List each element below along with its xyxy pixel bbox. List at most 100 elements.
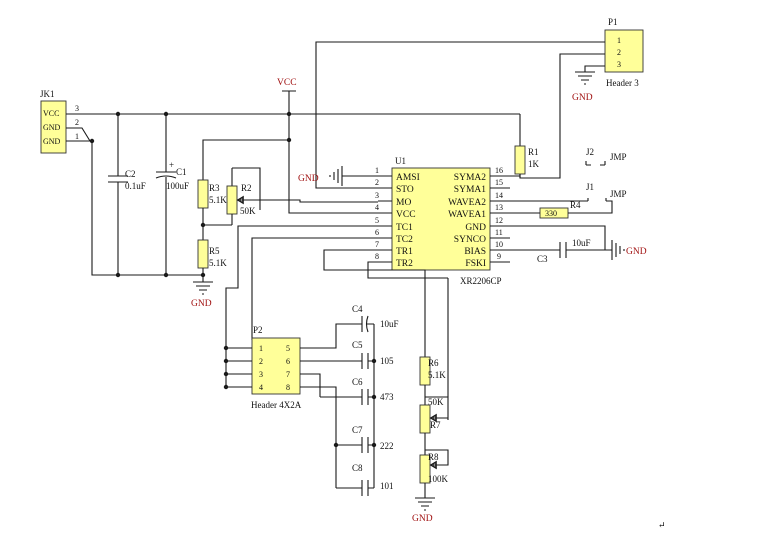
u1-pinnum-12: 12 — [495, 216, 503, 225]
u1-pin-vcc: VCC — [396, 210, 416, 220]
p1-pin-3: 3 — [617, 60, 621, 69]
u1-pin-synco: SYNCO — [454, 235, 486, 245]
r5-ref: R5 — [209, 246, 220, 256]
c7-ref: C7 — [352, 425, 363, 435]
gnd-bottom-label: GND — [412, 514, 433, 524]
r8-ref: R8 — [428, 452, 439, 462]
r4-value: 330 — [545, 209, 557, 218]
u1-pinnum-11: 11 — [495, 228, 503, 237]
p2-pin-4: 4 — [259, 383, 263, 392]
u1-pin-bias: BIAS — [464, 247, 486, 257]
c7-value: 222 — [380, 441, 394, 451]
u1-pin-fski: FSKI — [465, 259, 486, 269]
u1-pin-sto: STO — [396, 185, 414, 195]
j2-value: JMP — [610, 152, 627, 162]
c1-ref: C1 — [176, 167, 187, 177]
r1-value: 1K — [528, 159, 540, 169]
p2-ref: P2 — [253, 325, 263, 335]
capacitor-c4: C4 10uF — [352, 304, 399, 333]
u1-pin-syma1: SYMA1 — [454, 185, 486, 195]
r6-ref: R6 — [428, 358, 439, 368]
jumper-j1: J1 JMP — [510, 182, 627, 214]
p1-ref: P1 — [608, 17, 618, 27]
r2-ref: R2 — [241, 183, 252, 193]
p2-pin-1: 1 — [259, 344, 263, 353]
potentiometer-r2: R2 50K — [226, 167, 378, 225]
u1-pin-tc1: TC1 — [396, 223, 413, 233]
gnd-symbol-left: GND — [191, 281, 213, 309]
jk1-num-2: 2 — [75, 118, 79, 127]
tc2-wire — [251, 237, 378, 340]
jk1-body — [40, 100, 67, 154]
gnd-symbol-bottom: GND — [412, 497, 435, 524]
u1-pin-tc2: TC2 — [396, 235, 413, 245]
r8-value: 100K — [428, 474, 449, 484]
r2-value: 50K — [240, 206, 256, 216]
u1-pinnum-2: 2 — [375, 178, 379, 187]
u1-pinnum-15: 15 — [495, 178, 503, 187]
j1-ref: J1 — [586, 182, 594, 192]
u1-pinnum-1: 1 — [375, 166, 379, 175]
u1-pin-wavea1: WAVEA1 — [448, 210, 486, 220]
u1-pinnum-6: 6 — [375, 228, 379, 237]
u1-pinnum-8: 8 — [375, 252, 379, 261]
c2-value: 0.1uF — [125, 181, 146, 191]
capacitor-c5: C5 105 — [352, 340, 394, 369]
tc1-wire — [225, 225, 378, 387]
resistor-r3: R3 5.1K — [197, 114, 292, 226]
c3-value: 10uF — [572, 238, 591, 248]
p2-name: Header 4X2A — [251, 400, 302, 410]
jk1-pin-gnd1: GND — [43, 123, 61, 132]
u1-pin-tr2: TR2 — [396, 259, 413, 269]
u1-pinnum-3: 3 — [375, 191, 379, 200]
jumper-j2: J2 JMP — [585, 147, 627, 166]
c5-value: 105 — [380, 356, 394, 366]
u1-pinnum-16: 16 — [495, 166, 503, 175]
u1-pin-mo: MO — [396, 198, 411, 208]
gnd-symbol-p1: GND — [572, 71, 595, 103]
resistor-r4: R4 330 — [510, 200, 581, 219]
gnd-u1-label: GND — [298, 174, 319, 184]
u1-pinnum-4: 4 — [375, 203, 379, 212]
p2-pin-8: 8 — [286, 383, 290, 392]
c2-ref: C2 — [125, 169, 136, 179]
p2-pin-6: 6 — [286, 357, 290, 366]
c6-value: 473 — [380, 392, 394, 402]
potentiometer-r7: 50K R7 — [419, 396, 449, 455]
capacitor-c7: C7 222 — [352, 425, 394, 453]
resistor-r6: R6 5.1K — [419, 356, 446, 405]
u1-pinnum-7: 7 — [375, 240, 379, 249]
c1-value: 100uF — [166, 181, 189, 191]
vcc-power-symbol: VCC — [277, 78, 297, 114]
p1-pin-2: 2 — [617, 48, 621, 57]
j1-value: JMP — [610, 189, 627, 199]
p2-header: P2 1 2 3 4 5 6 7 8 Header 4X2A — [251, 325, 302, 410]
u1-pin-syma2: SYMA2 — [454, 173, 486, 183]
r3-ref: R3 — [209, 183, 220, 193]
jk1-num-3: 3 — [75, 104, 79, 113]
u1-pinnum-13: 13 — [495, 203, 503, 212]
p1-header: P1 1 2 3 Header 3 — [604, 17, 644, 88]
p2-left-wires — [223, 345, 252, 390]
jk1-pin-vcc: VCC — [43, 109, 59, 118]
jk1-pin-gnd2: GND — [43, 137, 61, 146]
jk1-num-1: 1 — [75, 132, 79, 141]
return-mark: ↵ — [658, 520, 666, 530]
r4-ref: R4 — [570, 200, 581, 210]
resistor-r5: R5 5.1K — [197, 222, 227, 282]
c6-ref: C6 — [352, 377, 363, 387]
u1-pin-tr1: TR1 — [396, 247, 413, 257]
capacitor-c2: C2 0.1uF — [108, 114, 146, 275]
jk1-connector: JK1 VCC GND GND 3 2 1 — [40, 89, 79, 154]
r6-value: 5.1K — [428, 370, 446, 380]
u1-pin-gnd: GND — [465, 223, 486, 233]
gnd-p1-label: GND — [572, 93, 593, 103]
c8-value: 101 — [380, 481, 394, 491]
p1-pin-1: 1 — [617, 36, 621, 45]
u1-gnd-wire — [510, 225, 606, 250]
c4-ref: C4 — [352, 304, 363, 314]
tr1-wire — [323, 249, 426, 357]
c8-ref: C8 — [352, 463, 363, 473]
u1-ref: U1 — [395, 156, 406, 166]
